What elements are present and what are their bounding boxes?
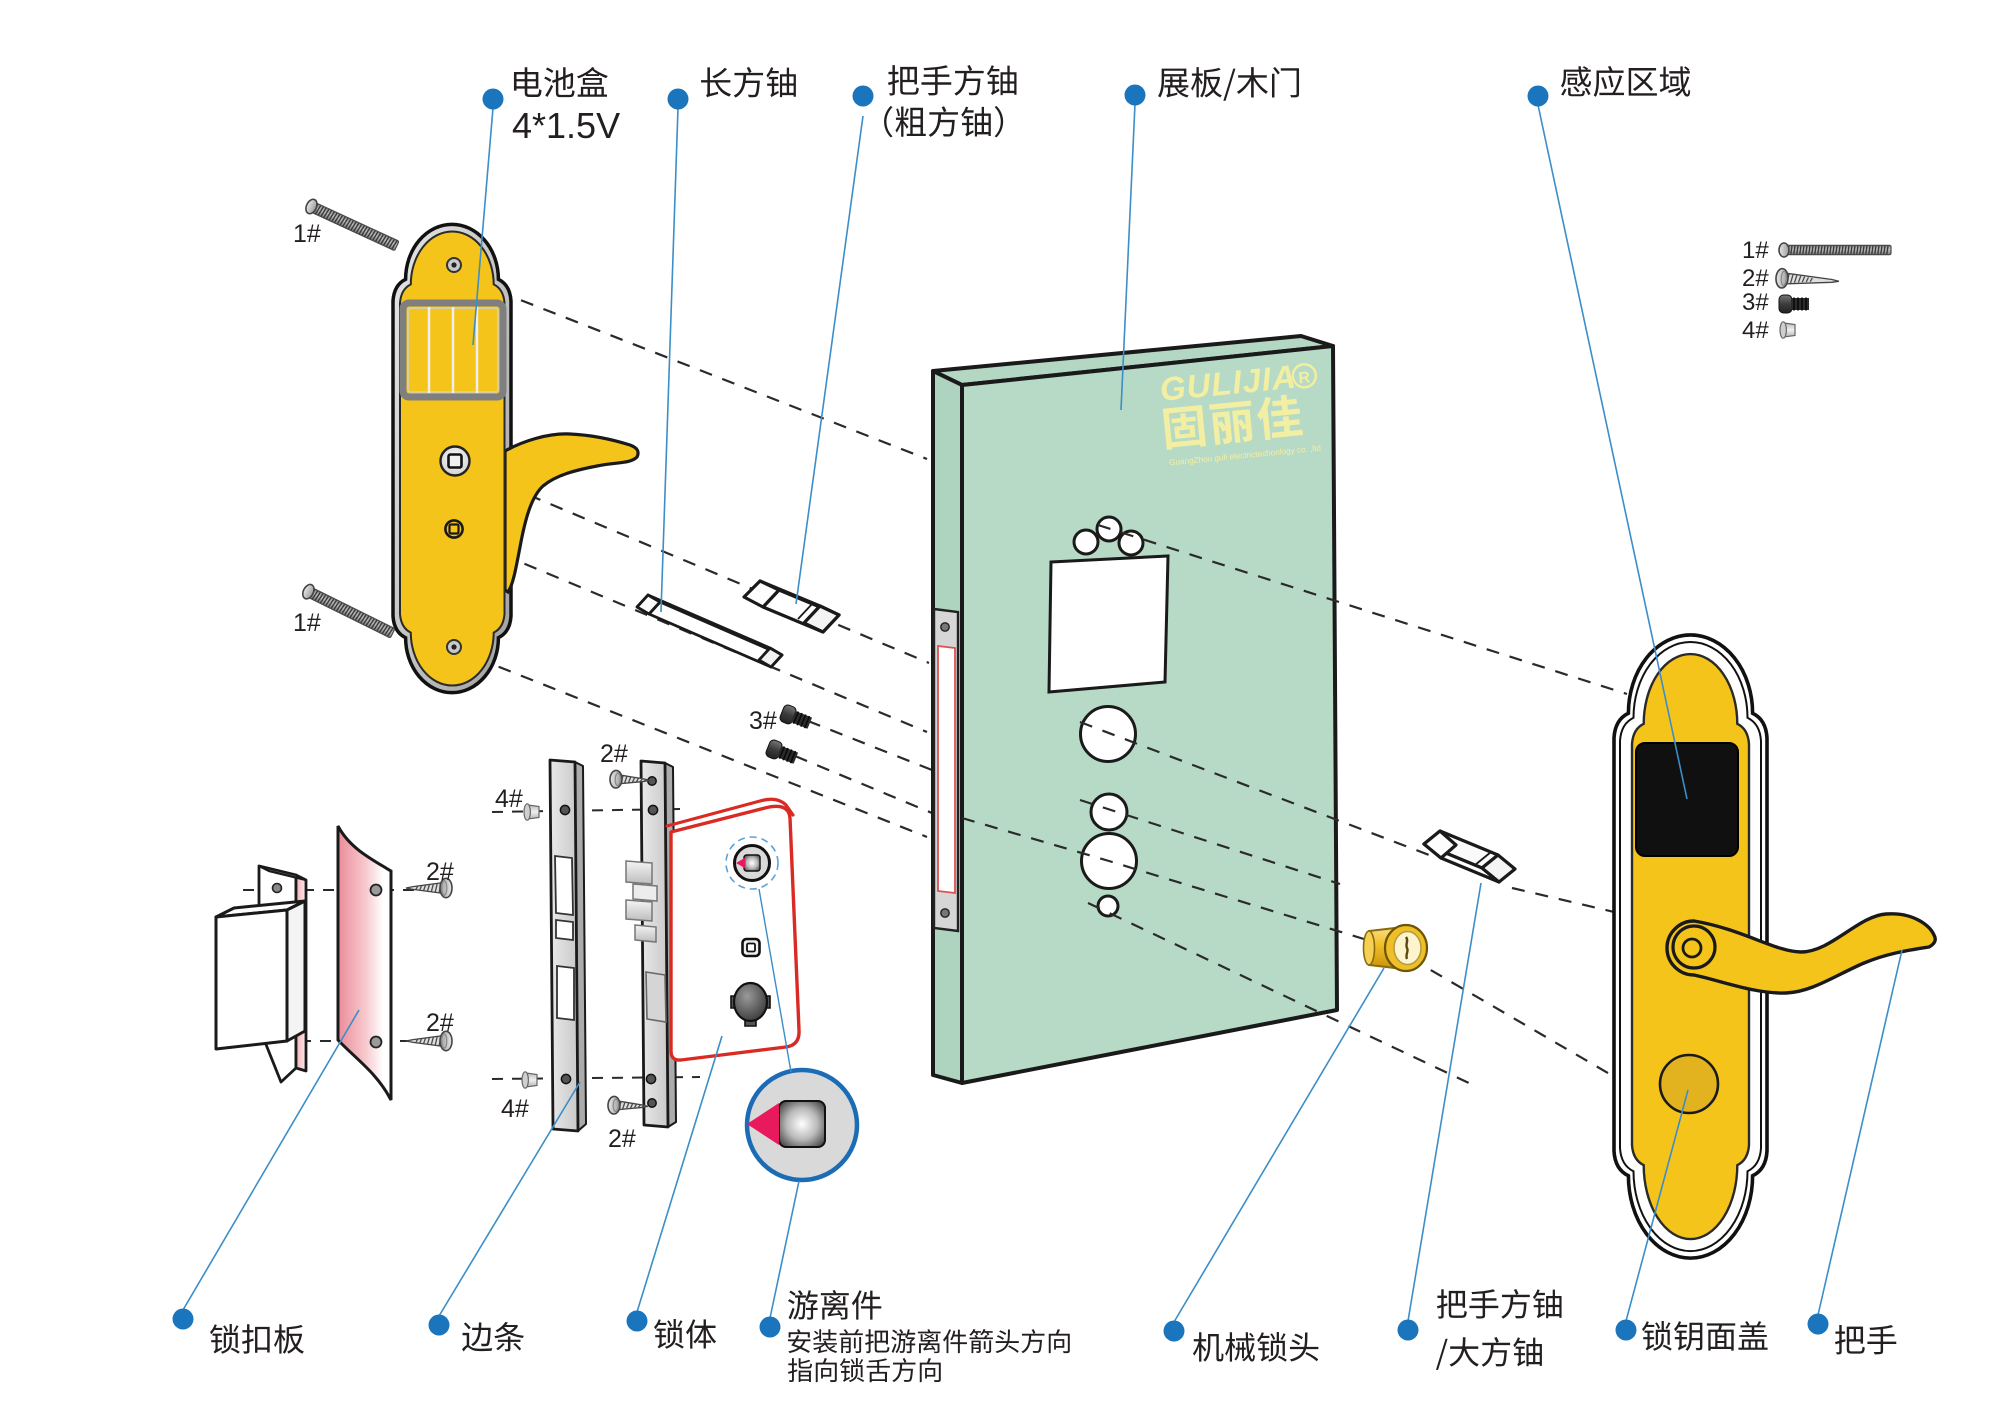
svg-text:R: R: [1298, 369, 1312, 387]
svg-text:1#: 1#: [293, 220, 321, 248]
svg-text:4#: 4#: [501, 1095, 529, 1123]
svg-text:4*1.5V: 4*1.5V: [512, 105, 620, 146]
svg-text:3#: 3#: [749, 707, 777, 735]
svg-text:1#: 1#: [1742, 237, 1769, 264]
svg-text:2#: 2#: [426, 858, 454, 886]
svg-text:3#: 3#: [1742, 289, 1769, 316]
svg-text:4#: 4#: [495, 785, 523, 813]
svg-text:4#: 4#: [1742, 317, 1769, 344]
svg-text:2#: 2#: [608, 1125, 636, 1153]
svg-text:2#: 2#: [600, 740, 628, 768]
svg-text:2#: 2#: [1742, 265, 1769, 292]
svg-text:2#: 2#: [426, 1009, 454, 1037]
svg-text:1#: 1#: [293, 609, 321, 637]
